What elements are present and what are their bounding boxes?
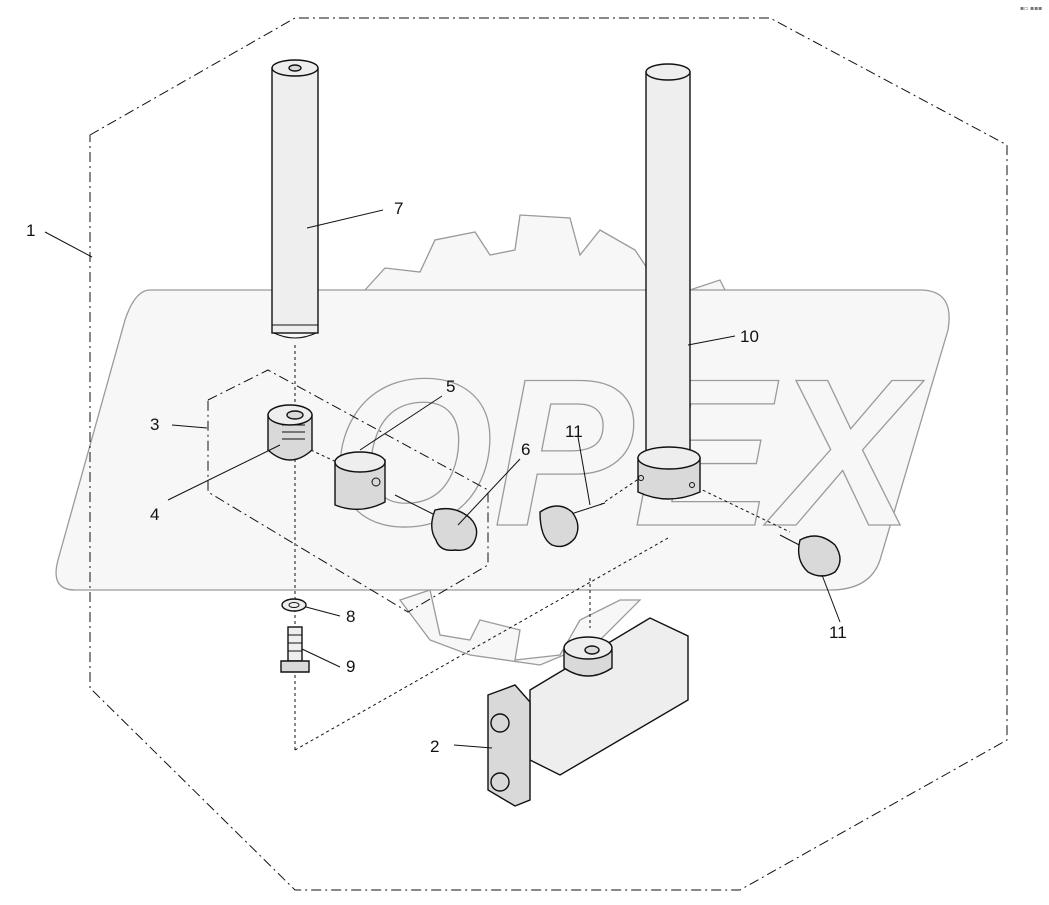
callout-2: 2 [430, 737, 439, 756]
rod-left [271, 59, 319, 339]
star-knob-middle [539, 502, 606, 548]
callouts: 1 2 3 4 5 6 7 8 9 10 11 11 [26, 199, 847, 756]
kit-boundary [89, 17, 1008, 891]
watermark-banner [55, 289, 950, 591]
callout-7: 7 [394, 199, 403, 218]
callout-3: 3 [150, 415, 159, 434]
callout-10: 10 [740, 327, 759, 346]
hex-bolt [280, 626, 310, 673]
split-clamp [267, 404, 313, 461]
collar [334, 451, 386, 510]
callout-11-middle: 11 [565, 422, 583, 441]
star-knob-left [394, 494, 478, 551]
base-block [487, 617, 689, 807]
clamp-subassembly-boundary [207, 369, 489, 613]
callout-5: 5 [446, 377, 455, 396]
watermark-text: OPEX [330, 335, 924, 570]
star-knob-right [779, 534, 841, 577]
corner-code: ▪▫ ▪▪▪ [1020, 5, 1042, 12]
callout-11-right: 11 [829, 623, 847, 642]
opex-watermark: OPEX [55, 214, 950, 666]
rod-right-with-collar [637, 63, 701, 500]
callout-9: 9 [346, 657, 355, 676]
leader-lines [44, 209, 841, 749]
lock-washer [281, 598, 307, 612]
callout-8: 8 [346, 607, 355, 626]
callout-6: 6 [521, 440, 530, 459]
callout-1: 1 [26, 221, 35, 240]
callout-4: 4 [150, 505, 159, 524]
